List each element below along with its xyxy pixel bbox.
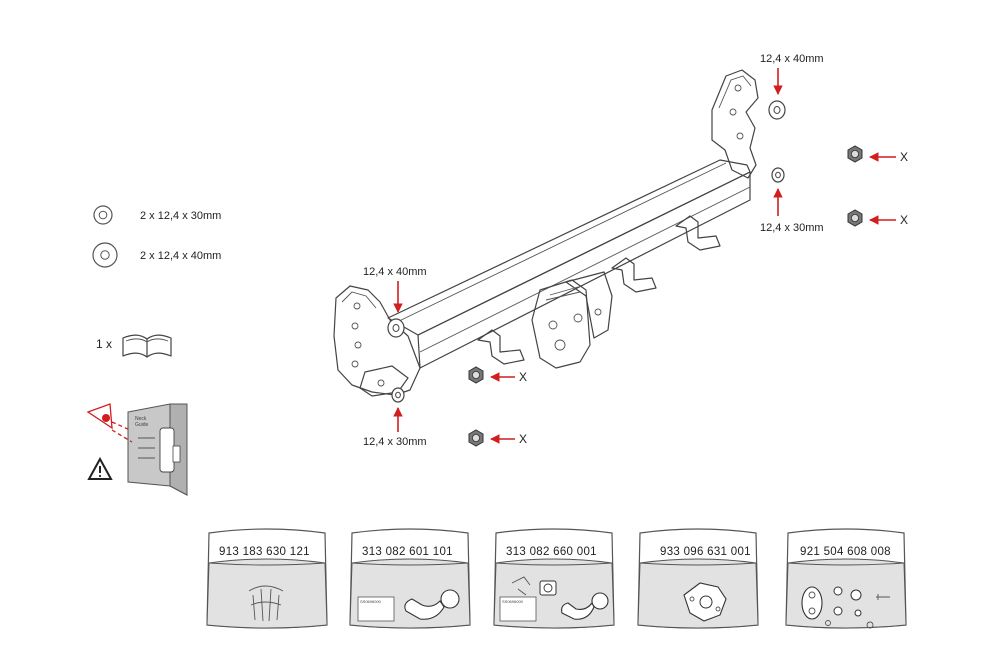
nut-marker-left-1: X <box>519 370 527 384</box>
callout-top-washer-40: 12,4 x 40mm <box>760 53 824 65</box>
washer-top-30 <box>771 167 785 183</box>
bag-2-number: 313 082 601 101 <box>362 546 453 558</box>
bag-5-number: 921 504 608 008 <box>800 546 891 558</box>
book-icon <box>122 334 172 358</box>
warning-triangle-icon <box>87 456 113 480</box>
bag-3-number: 313 082 660 001 <box>506 546 597 558</box>
bag-2-inner-label: SS0696000 <box>360 599 382 604</box>
booklet-title-line2: Guide <box>135 422 149 428</box>
washer-large-icon <box>92 242 118 268</box>
washer-small-icon <box>93 205 113 225</box>
nut-marker-top-2: X <box>900 213 908 227</box>
washer-small-label: 2 x 12,4 x 30mm <box>140 210 221 222</box>
nut-marker-left-2: X <box>519 432 527 446</box>
bolts-icon <box>248 585 284 622</box>
bag-5: 921 504 608 008 <box>785 528 907 629</box>
bag-1-number: 913 183 630 121 <box>219 546 310 558</box>
washer-top-40 <box>768 100 786 120</box>
callout-left-washer-40: 12,4 x 40mm <box>363 266 427 278</box>
nut-marker-top-1: X <box>900 150 908 164</box>
nut-left-1: X <box>468 366 527 384</box>
socket-plate-icon <box>683 582 727 622</box>
washer-large-label: 2 x 12,4 x 40mm <box>140 250 221 262</box>
tow-ball-kit-icon <box>511 576 609 620</box>
eye-warning-icon <box>86 403 133 443</box>
warning-booklet: Neck Guide <box>127 403 188 496</box>
fasteners-icon <box>801 586 890 629</box>
callout-top-washer-30: 12,4 x 30mm <box>760 222 824 234</box>
washer-left-40 <box>387 318 405 338</box>
bag-3-inner-label: SS0696000 <box>502 599 524 604</box>
manual-count-label: 1 x <box>96 337 112 351</box>
nut-top-2: X <box>847 209 908 227</box>
nut-top-1: X <box>847 145 908 164</box>
washer-legend-large: 2 x 12,4 x 40mm <box>92 242 221 268</box>
nut-left-2: X <box>468 429 527 447</box>
bag-4: 933 096 631 001 <box>637 528 759 629</box>
bag-4-number: 933 096 631 001 <box>660 546 751 558</box>
tow-ball-icon <box>404 589 460 620</box>
bag-3: 313 082 660 001 SS0696000 <box>493 528 615 629</box>
bag-2: 313 082 601 101 SS0696000 <box>349 528 471 629</box>
booklet-title-line1: Neck <box>135 416 147 422</box>
washer-left-30 <box>391 387 405 403</box>
washer-legend-small: 2 x 12,4 x 30mm <box>93 205 221 225</box>
tow-bar-assembly <box>333 69 759 397</box>
bag-1: 913 183 630 121 <box>206 528 328 629</box>
callout-left-washer-30: 12,4 x 30mm <box>363 436 427 448</box>
